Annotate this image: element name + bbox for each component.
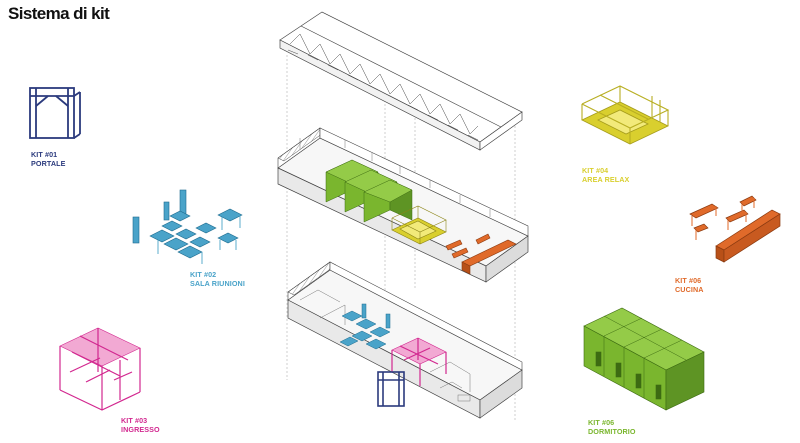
kit-name: CUCINA — [675, 285, 704, 294]
kit-code: KIT #04 — [582, 166, 609, 175]
meeting-tables-lower — [339, 303, 391, 350]
kit-label-ingresso: KIT #03 INGRESSO — [121, 416, 160, 434]
kit-name: PORTALE — [31, 159, 66, 168]
page-title: Sistema di kit — [8, 4, 110, 23]
meeting-tables-icon — [132, 189, 243, 264]
kit-name: INGRESSO — [121, 425, 160, 434]
kit-label-portale: KIT #01 PORTALE — [31, 150, 66, 168]
kitchen-furniture-icon — [689, 195, 781, 263]
kitchen-upper — [445, 233, 517, 275]
relax-frame-icon — [581, 85, 670, 145]
kit-label-area-relax: KIT #04 AREA RELAX — [582, 166, 629, 184]
portal-lower — [377, 371, 405, 407]
dormitory-boxes-icon — [583, 307, 705, 411]
kit-name: AREA RELAX — [582, 175, 630, 184]
roof-structure — [279, 11, 523, 151]
entrance-frame-icon — [59, 327, 141, 411]
upper-floor-plan — [277, 127, 529, 283]
lower-floor-plan — [287, 261, 523, 419]
kit-name: SALA RIUNIONI — [190, 279, 245, 288]
kit-code: KIT #06 — [675, 276, 702, 285]
kit-name: DORMITORIO — [588, 427, 636, 436]
kit-code: KIT #06 — [588, 418, 615, 427]
relax-frame-upper — [391, 205, 447, 245]
dormitory-boxes-upper — [325, 159, 413, 223]
kit-label-cucina: KIT #06 CUCINA — [675, 276, 704, 294]
portal-frame-icon — [29, 87, 81, 139]
kit-code: KIT #02 — [190, 270, 217, 279]
kit-label-sala-riunioni: KIT #02 SALA RIUNIONI — [190, 270, 245, 288]
kit-code: KIT #03 — [121, 416, 148, 425]
kit-code: KIT #01 — [31, 150, 58, 159]
entrance-lower — [391, 337, 447, 386]
kit-label-dormitorio: KIT #06 DORMITORIO — [588, 418, 636, 436]
